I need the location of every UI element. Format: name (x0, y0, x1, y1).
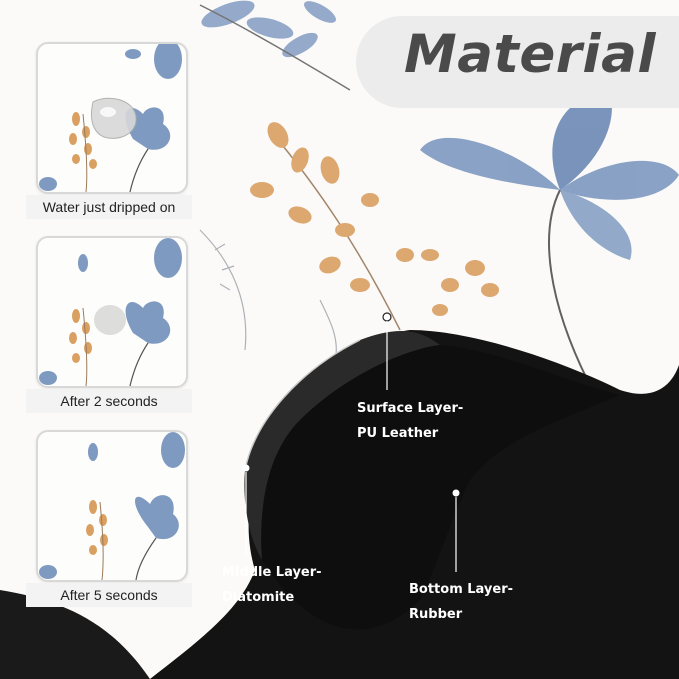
thumbnail-water-dripped: Water just dripped on (26, 42, 192, 219)
thumbnail-after-5-seconds: After 5 seconds (26, 430, 192, 607)
page-title: Material (404, 24, 657, 85)
water-droplet (91, 97, 137, 139)
surface-layer-line1: Surface Layer- (357, 401, 464, 416)
thumbnail-caption: After 5 seconds (26, 583, 192, 607)
blue-leaves-top (199, 0, 351, 91)
thumbnail-caption: Water just dripped on (26, 195, 192, 219)
surface-layer-pointer (382, 312, 392, 390)
bottom-layer-line1: Bottom Layer- (409, 582, 514, 597)
thumbnail-image (36, 430, 188, 582)
thumbnail-after-2-seconds: After 2 seconds (26, 236, 192, 413)
surface-layer-line2: PU Leather (357, 426, 439, 442)
bottom-layer-label: Bottom Layer- Rubber (409, 577, 513, 628)
middle-layer-line1: Middle Layer- (222, 565, 322, 580)
thumbnail-image (36, 42, 188, 194)
thumbnail-image (36, 236, 188, 388)
orange-sprig (250, 122, 499, 331)
title-banner (356, 16, 679, 108)
middle-layer-line2: Diatomite (222, 590, 295, 606)
surface-layer-label: Surface Layer- PU Leather (357, 396, 463, 447)
water-droplet (94, 305, 126, 335)
bottom-layer-pointer (452, 489, 460, 572)
blue-flower-large (420, 92, 679, 396)
middle-layer-label: Middle Layer- Diatomite (222, 560, 322, 611)
bottom-layer-line2: Rubber (409, 607, 463, 623)
thumbnail-caption: After 2 seconds (26, 389, 192, 413)
middle-layer-pointer (242, 464, 250, 555)
